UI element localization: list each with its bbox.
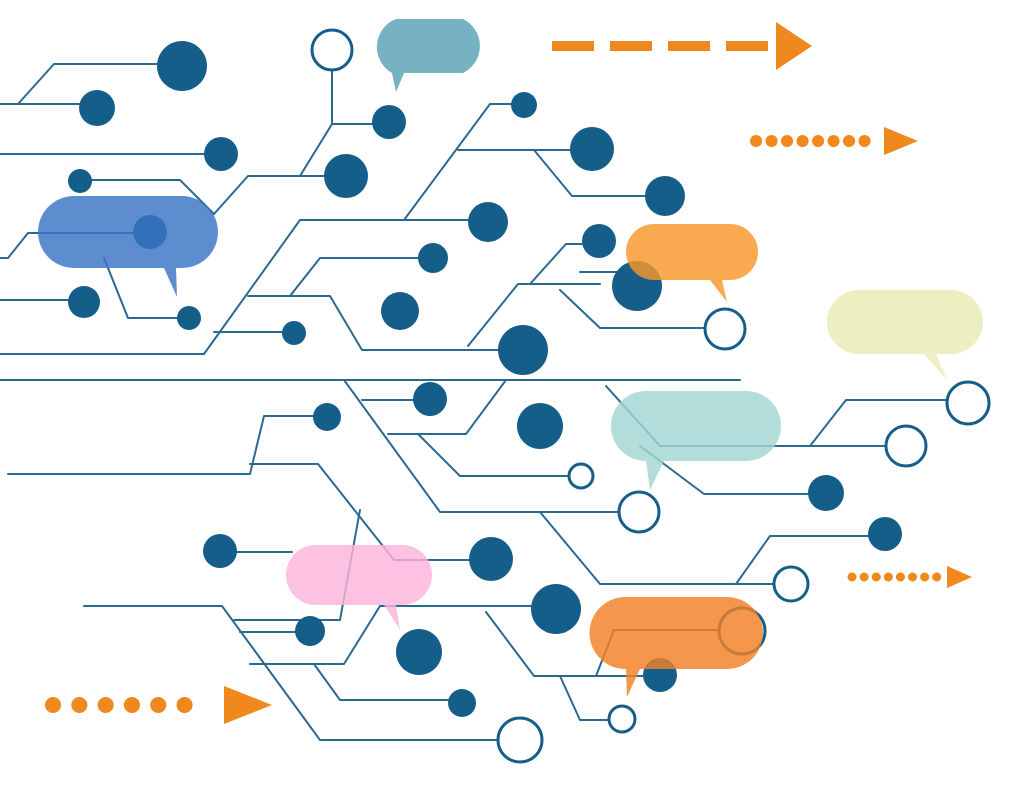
speech-bubble-pale-yellow [827, 290, 983, 380]
dashed-arrow-top [552, 22, 812, 70]
dotted-arrow-upper-right [750, 127, 918, 155]
speech-bubbles [38, 19, 983, 697]
dotted-arrow-lower-right [847, 566, 972, 588]
speech-bubble-light-teal [611, 391, 781, 490]
circuit-traces [0, 47, 967, 741]
speech-bubble-orange-upper [626, 224, 758, 302]
speech-bubble-orange-lower [589, 597, 763, 697]
arrows [45, 22, 972, 724]
speech-bubble-blue [38, 196, 218, 297]
speech-bubble-teal-top [376, 19, 480, 92]
circuit-nodes [68, 28, 991, 764]
speech-bubble-pink [286, 545, 432, 630]
dotted-arrow-bottom-left [45, 686, 272, 724]
